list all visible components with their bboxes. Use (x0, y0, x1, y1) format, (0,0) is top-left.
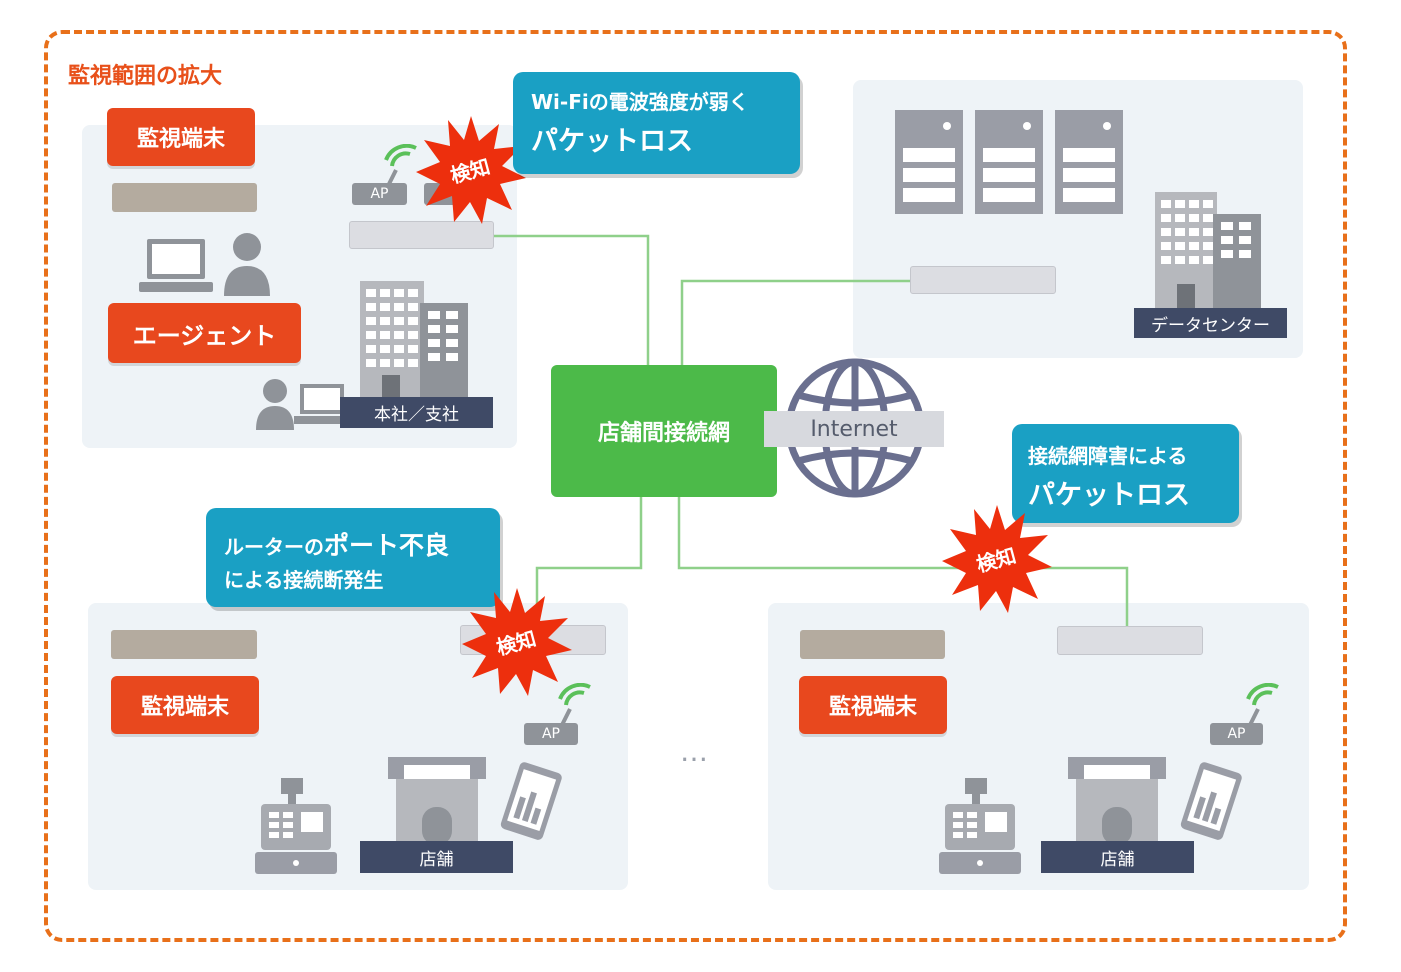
hq-user-icon (224, 233, 270, 296)
wifi-callout-line2: パケットロス (531, 126, 693, 157)
frame-title: 監視範囲の拡大 (68, 64, 223, 89)
server-rack-icons (895, 110, 1123, 214)
internet-label: Internet (764, 411, 944, 447)
port-detect-burst-icon: 検知 (462, 588, 572, 696)
store-right-location-label: 店舗 (1041, 841, 1194, 873)
hq-agent-tag: エージェント (108, 303, 301, 363)
dc-router-device (910, 266, 1056, 294)
hq-user-icon-2 (256, 379, 294, 430)
store-left-monitor-device (111, 630, 257, 659)
store-right-shop-icon (1068, 757, 1166, 845)
wifi-callout: Wi-Fiの電波強度が弱く パケットロス (513, 72, 800, 174)
port-callout-line1b: ポート不良 (324, 531, 450, 560)
wifi-callout-line1: Wi-Fiの電波強度が弱く (531, 90, 749, 114)
store-right-monitor-tag: 監視端末 (799, 676, 947, 734)
monitoring-scope-frame (44, 30, 1347, 942)
store-left-shop-icon (388, 757, 486, 845)
store-right-router-device (1057, 626, 1203, 655)
more-stores-ellipsis: … (680, 735, 710, 768)
port-failure-callout: ルーターのポート不良 による接続断発生 (206, 508, 500, 607)
hq-laptop-icon-2 (294, 384, 350, 424)
hq-ap-tag: AP (352, 183, 407, 205)
store-left-ap-tag: AP (524, 723, 578, 745)
hq-monitor-device (112, 183, 257, 212)
hq-router-device (349, 221, 494, 249)
port-callout-line1a: ルーターの (224, 535, 324, 559)
store-right-register-icon (939, 778, 1021, 874)
hq-detect-burst-icon: 検知 (416, 116, 526, 224)
store-left-monitor-tag: 監視端末 (111, 676, 259, 734)
dc-location-label: データセンター (1134, 308, 1287, 338)
store-left-wifi-icon (558, 683, 591, 726)
store-left-register-icon (255, 778, 337, 874)
network-callout-line1: 接続網障害による (1028, 444, 1188, 468)
hq-laptop-icon (139, 239, 213, 292)
store-left-location-label: 店舗 (360, 841, 513, 873)
network-detect-burst-icon: 検知 (942, 505, 1052, 613)
inter-store-network: 店舗間接続網 (551, 365, 777, 497)
store-right-monitor-device (800, 630, 945, 659)
hq-monitor-tag: 監視端末 (107, 108, 255, 166)
dc-building-icon (1155, 192, 1261, 308)
network-failure-callout: 接続網障害による パケットロス (1012, 424, 1239, 523)
network-callout-line2: パケットロス (1028, 480, 1190, 511)
store-right-tablet-icon (1180, 762, 1242, 840)
store-right-wifi-icon (1246, 683, 1279, 726)
store-right-ap-tag: AP (1210, 723, 1263, 745)
port-callout-line2: による接続断発生 (224, 568, 384, 592)
hq-building-icon (360, 281, 468, 401)
store-left-tablet-icon (500, 762, 562, 840)
hq-location-label: 本社／支社 (340, 397, 493, 428)
